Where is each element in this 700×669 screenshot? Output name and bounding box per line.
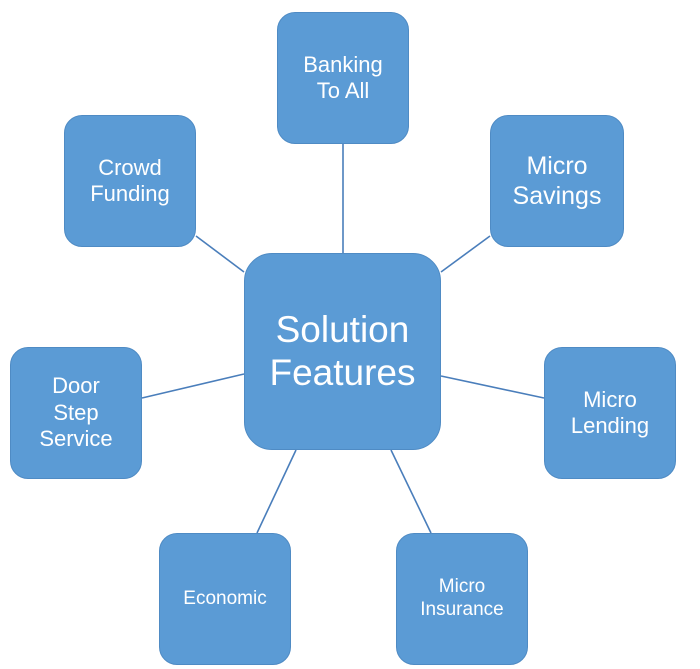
connector-micro-savings xyxy=(440,235,491,273)
feature-node-micro-savings: Micro Savings xyxy=(490,115,624,247)
connector-door-step-service xyxy=(141,373,245,399)
central-label: Solution Features xyxy=(269,308,416,393)
connector-micro-lending xyxy=(440,375,545,399)
feature-label-micro-insurance: Micro Insurance xyxy=(420,576,504,620)
connector-economic xyxy=(256,449,297,534)
feature-label-micro-lending: Micro Lending xyxy=(570,386,650,438)
feature-node-crowd-funding: Crowd Funding xyxy=(64,115,196,247)
feature-node-banking-to-all: Banking To All xyxy=(277,12,409,144)
connector-micro-insurance xyxy=(390,449,432,534)
feature-label-micro-savings: Micro Savings xyxy=(512,152,602,210)
feature-label-banking-to-all: Banking To All xyxy=(303,51,383,103)
feature-label-crowd-funding: Crowd Funding xyxy=(90,154,170,206)
feature-node-micro-lending: Micro Lending xyxy=(544,347,676,479)
feature-label-economic: Economic xyxy=(183,587,267,609)
feature-node-door-step-service: Door Step Service xyxy=(10,347,142,479)
central-node-solution-features: Solution Features xyxy=(244,253,441,450)
connector-crowd-funding xyxy=(195,235,245,273)
feature-node-micro-insurance: Micro Insurance xyxy=(396,533,528,665)
feature-label-door-step-service: Door Step Service xyxy=(39,373,113,452)
feature-node-economic: Economic xyxy=(159,533,291,665)
